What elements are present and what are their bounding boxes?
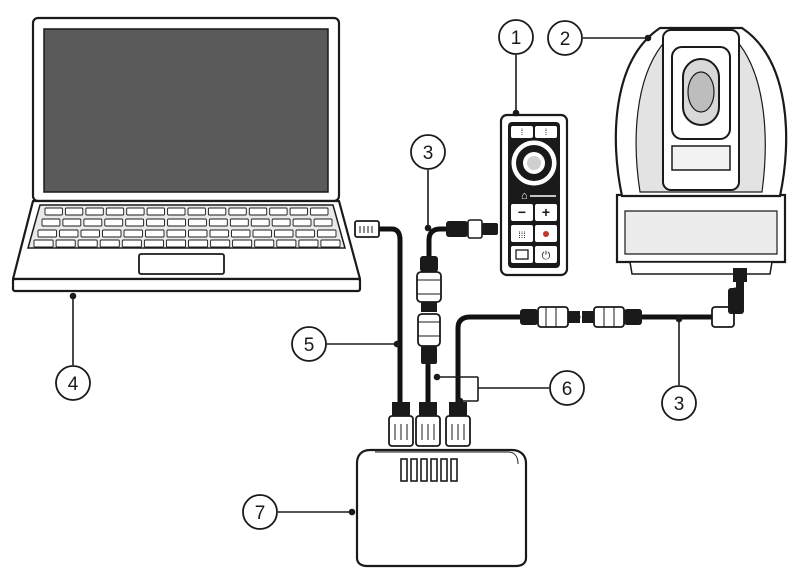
joystick-controller-icon: ⁞ ⁞ ⌂ − + ⁞⁞⁞ ⏻ [499, 113, 569, 277]
laptop-icon [11, 16, 362, 293]
keyboard-key [188, 239, 209, 248]
keyboard-key [105, 207, 125, 216]
keyboard-key [80, 229, 100, 238]
keyboard-key [295, 229, 315, 238]
keyboard-key [64, 207, 84, 216]
keyboard-key [320, 239, 341, 248]
leader-lines [69, 34, 683, 516]
callout-3-camera: 3 [661, 385, 697, 421]
keyboard-key [77, 239, 98, 248]
svg-text:⏻: ⏻ [542, 250, 551, 262]
callout-3b-label: 3 [674, 394, 685, 415]
callout-6: 6 [549, 370, 585, 406]
keyboard-key [146, 218, 165, 227]
callout-1-label: 1 [511, 28, 522, 49]
keyboard-key [229, 218, 249, 227]
keyboard-key [248, 207, 268, 216]
keyboard-key [33, 239, 54, 248]
keyboard-key [126, 207, 145, 216]
keyboard-key [188, 218, 207, 227]
svg-text:⁞: ⁞ [545, 127, 548, 137]
callout-3a-label: 3 [423, 143, 434, 164]
keyboard-key [41, 218, 61, 227]
keyboard-key [55, 239, 76, 248]
svg-text:−: − [518, 204, 526, 220]
keyboard-key [317, 229, 337, 238]
keyboard-key [210, 239, 231, 248]
keyboard-key [252, 229, 272, 238]
callout-2-label: 2 [560, 29, 571, 50]
keyboard-key [166, 229, 186, 238]
keyboard-key [254, 239, 275, 248]
keyboard-key [207, 207, 227, 216]
cable-remote [426, 226, 451, 261]
keyboard-key [276, 239, 297, 248]
keyboard-key [310, 207, 329, 216]
keyboard-key [167, 218, 186, 227]
callout-3-remote: 3 [410, 134, 446, 170]
keyboard-key [250, 218, 270, 227]
keyboard-key [125, 218, 145, 227]
rj45-plug-remote [415, 402, 441, 447]
keyboard-key [62, 218, 82, 227]
svg-text:⁞: ⁞ [521, 127, 524, 137]
rj45-plug-camera [445, 402, 471, 447]
keyboard-key [209, 229, 229, 238]
callout-7-label: 7 [255, 503, 266, 524]
keyboard-key [228, 207, 247, 216]
callout-2: 2 [547, 20, 583, 56]
callout-4: 4 [55, 365, 91, 401]
keyboard-key [123, 229, 143, 238]
keyboard-keys [33, 207, 341, 248]
keyboard-key [83, 218, 103, 227]
keyboard-key [289, 207, 308, 216]
keyboard-key [292, 218, 312, 227]
keyboard-key [165, 239, 186, 248]
keyboard-key [313, 218, 333, 227]
ethernet-cable-laptop [377, 226, 403, 423]
rj45-plug-laptop [388, 402, 414, 447]
keyboard-key [99, 239, 120, 248]
keyboard-key [271, 218, 291, 227]
keyboard-key [44, 207, 63, 216]
keyboard-key [167, 207, 186, 216]
keyboard-key [143, 239, 164, 248]
thermal-camera-icon [614, 26, 788, 292]
keyboard-key [274, 229, 294, 238]
keyboard-key [37, 229, 57, 238]
callout-6-label: 6 [562, 379, 573, 400]
keyboard-key [187, 207, 206, 216]
keyboard-key [231, 229, 251, 238]
keyboard-key [232, 239, 253, 248]
keyboard-key [85, 207, 104, 216]
callout-1: 1 [498, 19, 534, 55]
keyboard-key [208, 218, 228, 227]
svg-text:+: + [542, 204, 550, 220]
keyboard-key [121, 239, 142, 248]
keyboard-key [59, 229, 79, 238]
svg-text:⁞⁞⁞: ⁞⁞⁞ [518, 230, 526, 240]
keyboard-key [102, 229, 122, 238]
keyboard-key [298, 239, 319, 248]
connectors [354, 219, 744, 447]
keyboard-key [146, 207, 165, 216]
keyboard-key [145, 229, 165, 238]
callout-5: 5 [291, 326, 327, 362]
svg-text:⌂: ⌂ [521, 190, 528, 202]
keyboard-key [104, 218, 124, 227]
callout-4-label: 4 [68, 374, 79, 395]
callout-5-label: 5 [304, 335, 315, 356]
callout-7: 7 [242, 494, 278, 530]
keyboard-key [188, 229, 208, 238]
keyboard-key [269, 207, 288, 216]
network-switch-icon [355, 448, 528, 568]
